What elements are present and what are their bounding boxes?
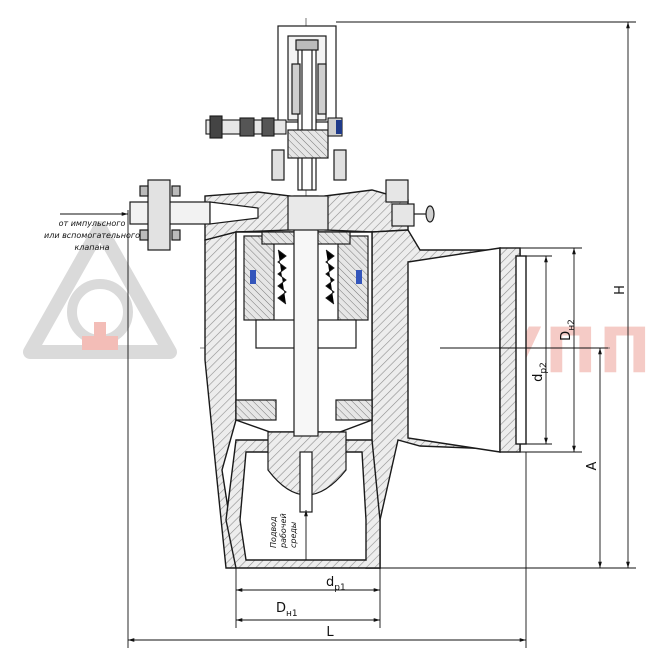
dimension-lines	[60, 21, 636, 648]
inlet-note: от импульсного или вспомогательного клап…	[44, 219, 140, 252]
dim-label-dp1-sub: р1	[334, 583, 345, 593]
dim-label-dn2: Dн2	[559, 319, 577, 341]
piston-assembly	[235, 195, 373, 513]
media-note-line2: рабочей	[279, 513, 288, 549]
dim-label-dp1-main: d	[326, 575, 334, 590]
pilot-inlet-pipe	[129, 179, 259, 251]
svg-text:Dн2: Dн2	[559, 319, 577, 341]
dim-label-l: L	[326, 625, 334, 640]
impulse-fitting	[205, 115, 343, 139]
dim-label-h: H	[613, 285, 628, 295]
media-note-line3: среды	[289, 522, 298, 548]
dim-label-dp2: dр2	[531, 362, 549, 382]
actuator-column	[271, 25, 347, 231]
inlet-note-line1: от импульсного	[59, 219, 126, 228]
watermark-logo-icon	[23, 221, 177, 359]
inlet-note-line2: или вспомогательного	[44, 231, 140, 240]
dim-label-dn1-sub: н1	[286, 609, 298, 619]
dim-label-dp1: dр1	[326, 575, 346, 593]
media-note: Подвод рабочей среды	[269, 513, 298, 549]
dim-label-dn1-main: D	[276, 601, 286, 616]
inlet-note-line3: клапана	[74, 243, 109, 252]
dim-label-dp2-sub: р2	[539, 362, 549, 373]
dim-label-dn1: Dн1	[276, 601, 298, 619]
svg-text:dр2: dр2	[531, 362, 549, 382]
dim-label-dn2-main: D	[559, 331, 574, 341]
drain-handwheel-icon	[385, 179, 435, 227]
media-note-line1: Подвод	[269, 516, 278, 548]
dim-label-dn2-sub: н2	[567, 319, 577, 331]
dim-label-dp2-main: d	[531, 374, 546, 382]
dim-label-a: A	[585, 461, 600, 470]
